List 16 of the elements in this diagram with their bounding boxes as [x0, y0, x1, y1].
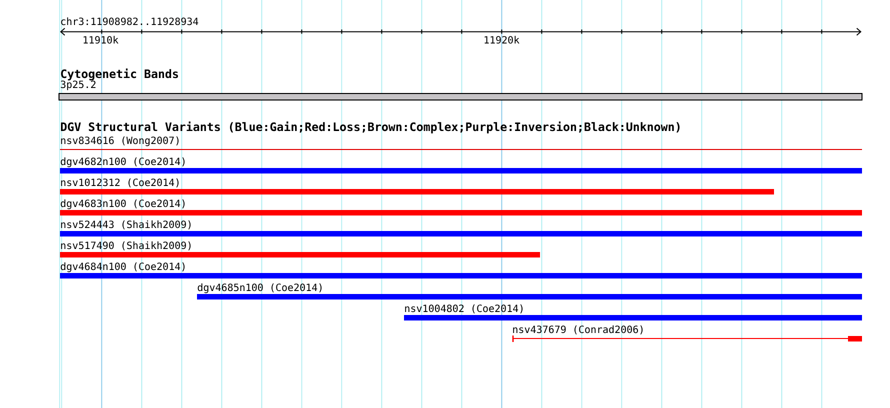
axis-label: 11910k [84, 36, 118, 44]
variant-label: dgv4683n100 (Coe2014) [60, 199, 185, 210]
track-heading: DGV Structural Variants (Blue:Gain;Red:Loss;Brown:Complex;Purple:Inversion;Black:Unknown) [61, 122, 680, 134]
variant-label: dgv4685n100 (Coe2014) [198, 283, 322, 294]
band-label: 3p25.2 [60, 80, 96, 90]
variant-label: nsv1012312 (Coe2014) [61, 178, 179, 188]
variant-label: nsv834616 (Wong2007) [61, 136, 179, 146]
variant-label: nsv524443 (Shaikh2009) [61, 220, 191, 230]
variant-label: nsv437679 (Conrad2006) [513, 325, 643, 334]
variant-label: nsv1004802 (Coe2014) [405, 304, 523, 314]
variant-label: dgv4682n100 (Coe2014) [60, 157, 185, 168]
variant-label: dgv4684n100 (Coe2014) [60, 262, 185, 272]
variant-label: nsv517490 (Shaikh2009) [61, 241, 191, 250]
track-heading: Cytogenetic Bands [61, 68, 178, 80]
axis-label: 11920k [484, 36, 520, 44]
region-label: chr3:11908982..11928934 [61, 17, 198, 26]
